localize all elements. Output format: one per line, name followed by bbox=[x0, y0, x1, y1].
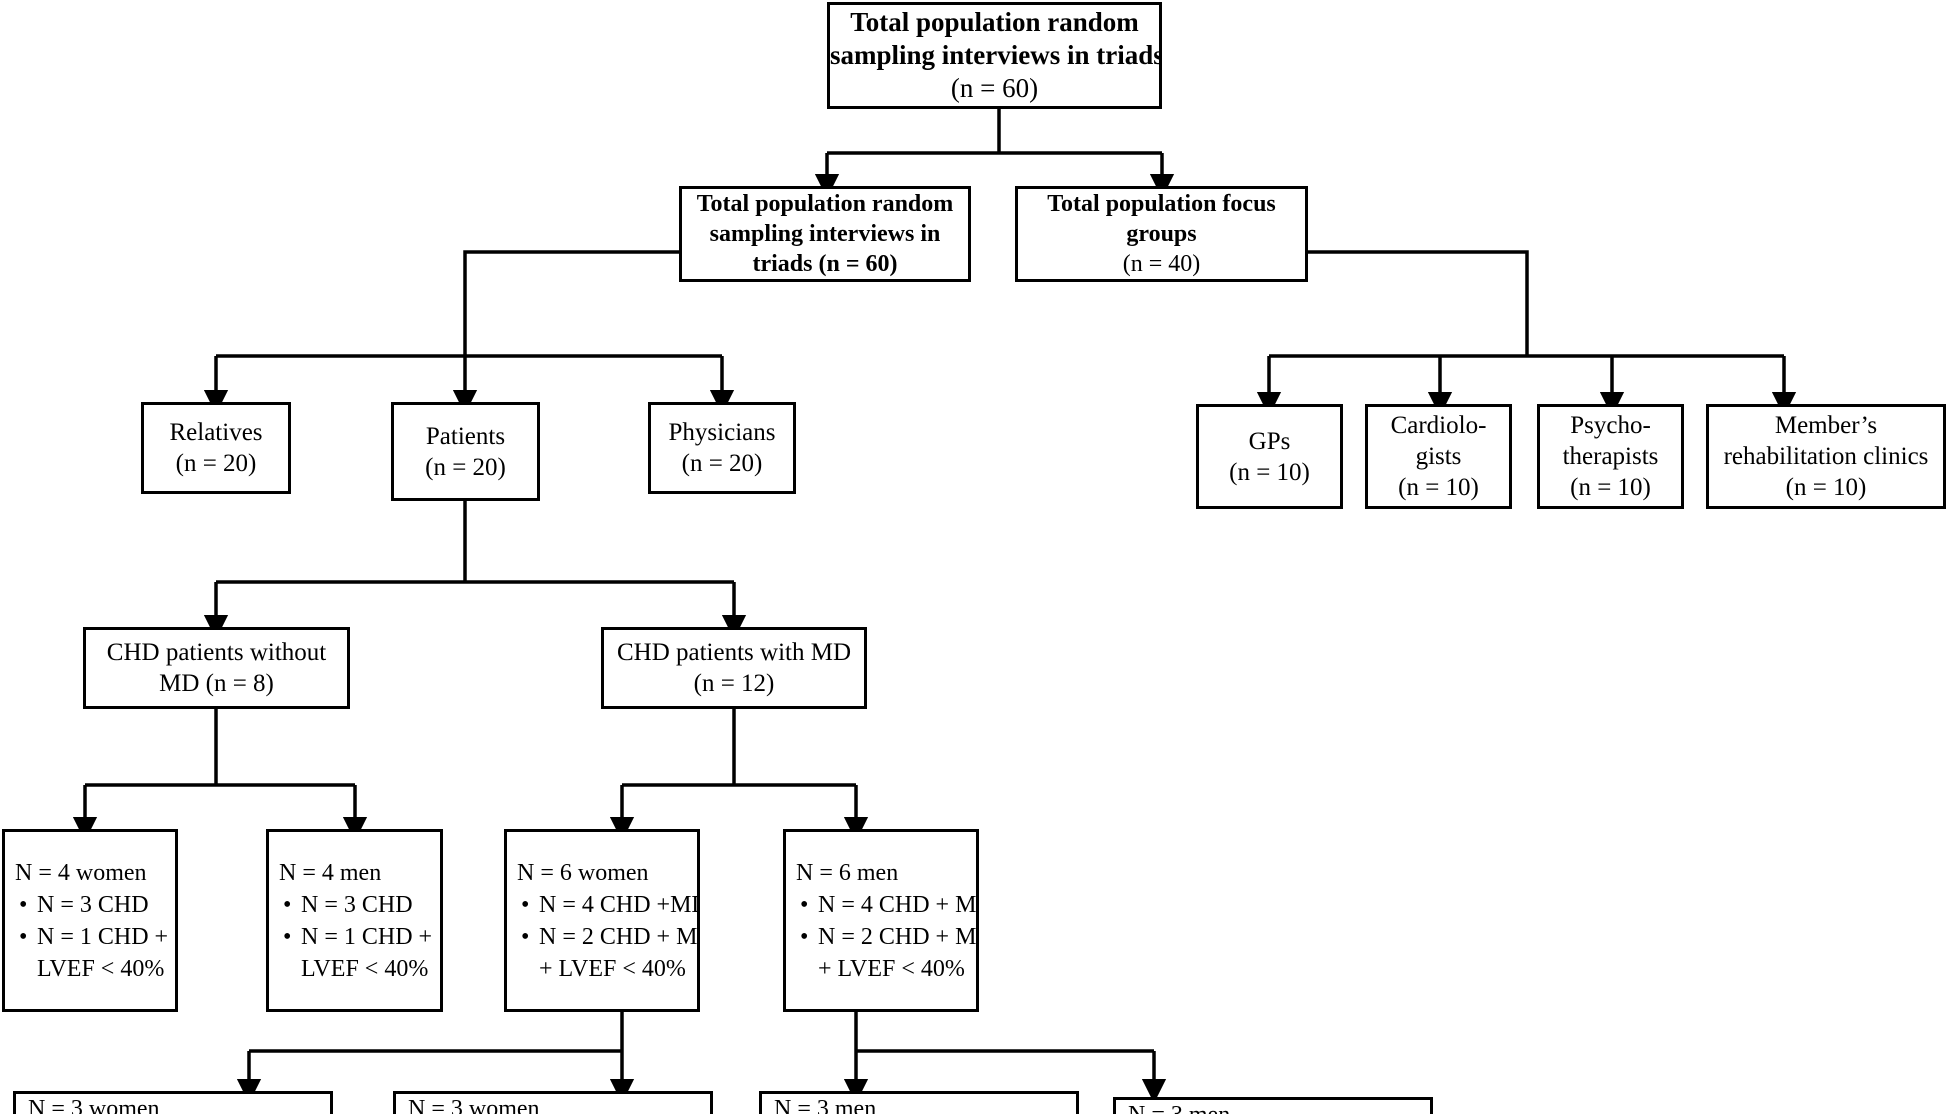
node-gps[interactable]: GPs (n = 10) bbox=[1196, 404, 1343, 509]
node-women-4-bullet-2-cont: LVEF < 40% bbox=[37, 955, 165, 982]
node-men-3-depression[interactable]: N = 3 men N = 2 CHD + depression N = 1 C… bbox=[759, 1091, 1079, 1114]
node-women-4[interactable]: N = 4 women N = 3 CHD N = 1 CHD + LVEF <… bbox=[2, 829, 178, 1012]
node-men-4-bullet-1: N = 3 CHD bbox=[279, 889, 413, 921]
node-rehab-count: (n = 10) bbox=[1785, 474, 1867, 501]
node-men-3-dementia-heading: N = 3 men bbox=[1128, 1100, 1230, 1114]
node-men-4-bullet-2-cont: LVEF < 40% bbox=[301, 955, 429, 982]
node-root-line-3: (n = 60) bbox=[950, 73, 1039, 103]
node-psychotherapists-count: (n = 10) bbox=[1570, 474, 1651, 501]
node-patients[interactable]: Patients (n = 20) bbox=[391, 402, 540, 501]
node-men-4-heading: N = 4 men bbox=[279, 859, 382, 886]
node-men-4[interactable]: N = 4 men N = 3 CHD N = 1 CHD + LVEF < 4… bbox=[266, 829, 443, 1012]
edge-interviews-stem bbox=[463, 250, 679, 356]
node-women-4-heading: N = 4 women bbox=[15, 859, 147, 886]
node-cardiologists-label-1: Cardiolo- bbox=[1390, 412, 1487, 439]
node-men-6-heading: N = 6 men bbox=[796, 859, 899, 886]
node-psychotherapists[interactable]: Psycho- therapists (n = 10) bbox=[1537, 404, 1684, 509]
node-relatives-label: Relatives bbox=[169, 419, 263, 446]
node-men-6-bullet-2-cont: + LVEF < 40% bbox=[818, 955, 965, 982]
node-gps-label: GPs bbox=[1248, 427, 1291, 455]
node-men-3-depression-heading: N = 3 men bbox=[774, 1096, 877, 1114]
node-women-3-depression[interactable]: N = 3 women N = 2 CHD + depression N = 1… bbox=[13, 1091, 333, 1114]
node-cardiologists[interactable]: Cardiolo- gists (n = 10) bbox=[1365, 404, 1512, 509]
node-men-3-dementia[interactable]: N = 3 men N = 2 CHD + dementia N = 1 CHD… bbox=[1113, 1097, 1433, 1114]
node-rehab-label-2: rehabilitation clinics bbox=[1723, 443, 1929, 470]
node-chd-without-md-line-1: CHD patients without bbox=[106, 639, 327, 666]
edge-focusgroups-stem bbox=[1308, 250, 1529, 356]
node-chd-with-md-line-2: (n = 12) bbox=[693, 670, 775, 697]
node-patients-label: Patients bbox=[425, 422, 506, 450]
node-women-6-heading: N = 6 women bbox=[517, 859, 649, 886]
node-psychotherapists-label-1: Psycho- bbox=[1570, 412, 1651, 439]
node-patients-count: (n = 20) bbox=[425, 453, 506, 481]
node-physicians[interactable]: Physicians (n = 20) bbox=[648, 402, 796, 494]
node-men-6[interactable]: N = 6 men N = 4 CHD + MD N = 2 CHD + MD … bbox=[783, 829, 979, 1012]
node-interviews-triads[interactable]: Total population random sampling intervi… bbox=[679, 186, 971, 282]
node-gps-count: (n = 10) bbox=[1229, 458, 1310, 486]
node-men-4-bullet-2: N = 1 CHD + bbox=[279, 921, 432, 953]
node-root[interactable]: Total population random sampling intervi… bbox=[827, 2, 1162, 109]
node-relatives[interactable]: Relatives (n = 20) bbox=[141, 402, 291, 494]
node-interviews-line-2: sampling interviews in bbox=[709, 221, 941, 247]
node-chd-with-md[interactable]: CHD patients with MD (n = 12) bbox=[601, 627, 867, 709]
node-physicians-count: (n = 20) bbox=[681, 450, 763, 477]
node-women-4-bullet-1: N = 3 CHD bbox=[15, 889, 149, 921]
node-women-3-depression-heading: N = 3 women bbox=[28, 1096, 160, 1114]
node-women-4-bullet-2: N = 1 CHD + bbox=[15, 921, 168, 953]
node-interviews-line-3: triads (n = 60) bbox=[752, 251, 898, 277]
node-chd-without-md-line-2: MD (n = 8) bbox=[159, 670, 274, 697]
node-relatives-count: (n = 20) bbox=[175, 450, 257, 477]
node-chd-with-md-line-1: CHD patients with MD bbox=[616, 639, 852, 666]
node-cardiologists-label-2: gists bbox=[1415, 443, 1462, 470]
node-women-6-bullet-1: N = 4 CHD +MD bbox=[517, 889, 697, 921]
node-men-6-bullet-2: N = 2 CHD + MD bbox=[796, 921, 976, 953]
node-rehab-label-1: Member’s bbox=[1774, 412, 1878, 439]
node-focus-groups-line-1: Total population focus bbox=[1047, 191, 1276, 217]
node-women-3-dementia[interactable]: N = 3 women N = 2 CHD + dementia N = 1 C… bbox=[393, 1091, 713, 1114]
node-women-3-dementia-heading: N = 3 women bbox=[408, 1096, 540, 1114]
node-root-line-1: Total population random bbox=[850, 7, 1139, 37]
node-focus-groups-line-3: (n = 40) bbox=[1122, 251, 1201, 277]
node-psychotherapists-label-2: therapists bbox=[1562, 443, 1659, 470]
node-women-6-bullet-2: N = 2 CHD + MD bbox=[517, 921, 697, 953]
node-focus-groups-line-2: groups bbox=[1126, 221, 1197, 247]
node-women-6[interactable]: N = 6 women N = 4 CHD +MD N = 2 CHD + MD… bbox=[504, 829, 700, 1012]
node-root-line-2: sampling interviews in triads bbox=[830, 40, 1162, 70]
node-men-6-bullet-1: N = 4 CHD + MD bbox=[796, 889, 976, 921]
node-focus-groups[interactable]: Total population focus groups (n = 40) bbox=[1015, 186, 1308, 282]
node-women-6-bullet-2-cont: + LVEF < 40% bbox=[539, 955, 686, 982]
node-cardiologists-count: (n = 10) bbox=[1398, 474, 1479, 501]
node-rehabilitation-clinics[interactable]: Member’s rehabilitation clinics (n = 10) bbox=[1706, 404, 1946, 509]
node-chd-without-md[interactable]: CHD patients without MD (n = 8) bbox=[83, 627, 350, 709]
node-physicians-label: Physicians bbox=[668, 419, 776, 446]
node-interviews-line-1: Total population random bbox=[696, 191, 954, 217]
